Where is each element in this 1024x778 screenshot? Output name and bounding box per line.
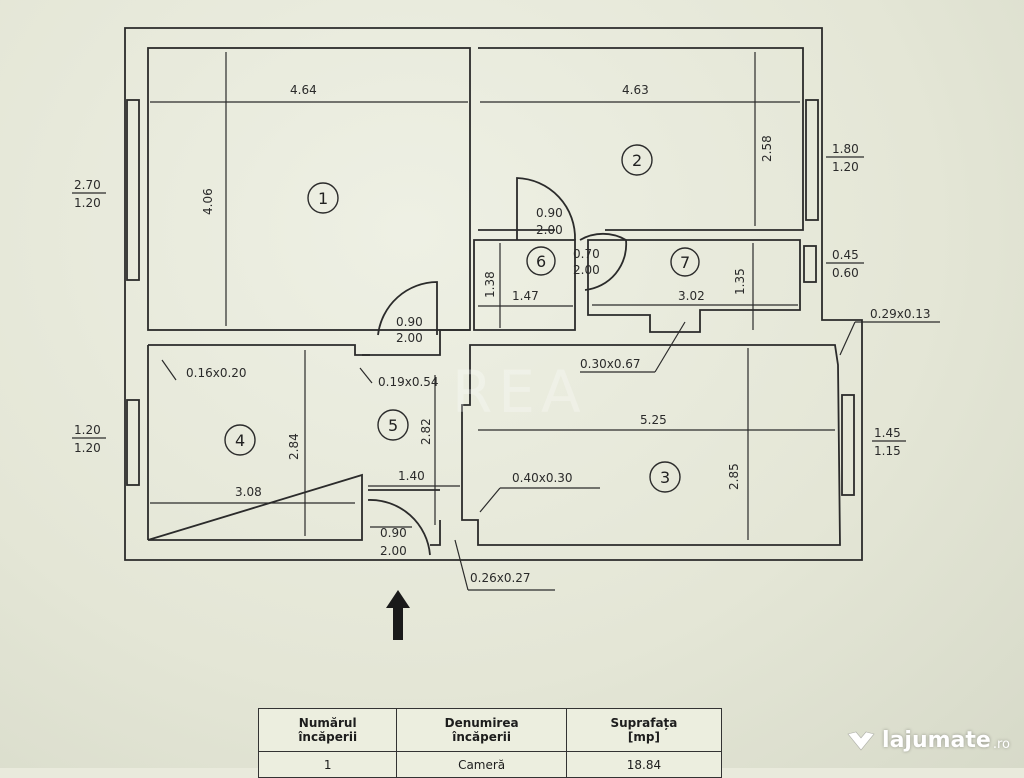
note-6: 0.26x0.27 bbox=[470, 571, 531, 585]
dim-r2-height: 2.58 bbox=[760, 135, 774, 162]
note-3: 0.30x0.67 bbox=[580, 357, 641, 371]
dim-r5-width: 1.40 bbox=[398, 469, 425, 483]
dim-r4-height: 2.84 bbox=[287, 433, 301, 460]
window-right-top-a: 1.80 bbox=[832, 142, 859, 156]
door-entry-b: 2.00 bbox=[380, 544, 407, 558]
door-entry-a: 0.90 bbox=[380, 526, 407, 540]
room-6-label: 6 bbox=[536, 252, 546, 271]
window-right-bottom-b: 1.15 bbox=[874, 444, 901, 458]
dim-r5-height: 2.82 bbox=[419, 418, 433, 445]
door-6-a: 0.90 bbox=[536, 206, 563, 220]
window-left-top-b: 1.20 bbox=[74, 196, 101, 210]
room-7-walls bbox=[587, 239, 801, 333]
dim-r6-width: 1.47 bbox=[512, 289, 539, 303]
room-3-label: 3 bbox=[660, 468, 670, 487]
brand-name: lajumate bbox=[882, 727, 991, 753]
dim-r3-height: 2.85 bbox=[727, 463, 741, 490]
door-7-a: 0.70 bbox=[573, 247, 600, 261]
room-7-label: 7 bbox=[680, 253, 690, 272]
window-left-bottom bbox=[126, 399, 140, 486]
door-1-a: 0.90 bbox=[396, 315, 423, 329]
dim-r2-width: 4.63 bbox=[622, 83, 649, 97]
dim-r7-width: 3.02 bbox=[678, 289, 705, 303]
window-left-top bbox=[126, 99, 140, 281]
entry-arrow-icon bbox=[386, 590, 410, 640]
room-3-walls bbox=[461, 344, 841, 546]
room-6-walls bbox=[473, 239, 576, 331]
floor-plan: 1 2 3 4 5 6 7 4.64 4.06 4.63 2.58 5.25 2… bbox=[72, 27, 940, 640]
dim-r3-width: 5.25 bbox=[640, 413, 667, 427]
room-5-label: 5 bbox=[388, 416, 398, 435]
brand-logo: lajumate .ro bbox=[846, 724, 1010, 756]
room-1-label: 1 bbox=[318, 189, 328, 208]
window-right-top bbox=[805, 99, 819, 221]
dim-r7-height: 1.35 bbox=[733, 268, 747, 295]
note-5: 0.40x0.30 bbox=[512, 471, 573, 485]
outer-wall bbox=[124, 27, 863, 561]
door-arc-7 bbox=[579, 233, 628, 291]
window-right-mid-b: 0.60 bbox=[832, 266, 859, 280]
dim-r1-height: 4.06 bbox=[201, 188, 215, 215]
heart-wing-icon bbox=[847, 731, 875, 751]
brand-suffix: .ro bbox=[992, 736, 1010, 752]
door-arc-6 bbox=[516, 177, 576, 241]
door-arc-1 bbox=[377, 281, 438, 336]
window-right-mid bbox=[803, 245, 817, 283]
window-right-bottom-a: 1.45 bbox=[874, 426, 901, 440]
header-room-area: Suprafața[mp] bbox=[565, 708, 723, 752]
note-1: 0.16x0.20 bbox=[186, 366, 247, 380]
note-4: 0.29x0.13 bbox=[870, 307, 931, 321]
table-row: 1 Cameră 18.84 bbox=[257, 751, 723, 778]
window-left-top-a: 2.70 bbox=[74, 178, 101, 192]
dim-r6-height: 1.38 bbox=[483, 271, 497, 298]
cell-room-name: Cameră bbox=[396, 751, 567, 778]
room-4-walls bbox=[147, 344, 370, 541]
watermark: REA bbox=[452, 358, 587, 426]
window-left-bottom-a: 1.20 bbox=[74, 423, 101, 437]
cell-room-area: 18.84 bbox=[565, 751, 723, 778]
window-left-bottom-b: 1.20 bbox=[74, 441, 101, 455]
room-2-walls bbox=[478, 47, 804, 231]
door-arc-entry bbox=[367, 499, 431, 556]
door-7-b: 2.00 bbox=[573, 263, 600, 277]
window-right-bottom bbox=[841, 394, 855, 496]
room-1-walls bbox=[147, 47, 471, 331]
room-4-label: 4 bbox=[235, 431, 245, 450]
window-right-mid-a: 0.45 bbox=[832, 248, 859, 262]
door-6-b: 2.00 bbox=[536, 223, 563, 237]
dim-r1-width: 4.64 bbox=[290, 83, 317, 97]
dim-r4-width: 3.08 bbox=[235, 485, 262, 499]
room-5-walls bbox=[362, 329, 470, 546]
window-right-top-b: 1.20 bbox=[832, 160, 859, 174]
note-2: 0.19x0.54 bbox=[378, 375, 439, 389]
cell-room-number: 1 bbox=[257, 751, 398, 778]
door-1-b: 2.00 bbox=[396, 331, 423, 345]
room-2-label: 2 bbox=[632, 151, 642, 170]
